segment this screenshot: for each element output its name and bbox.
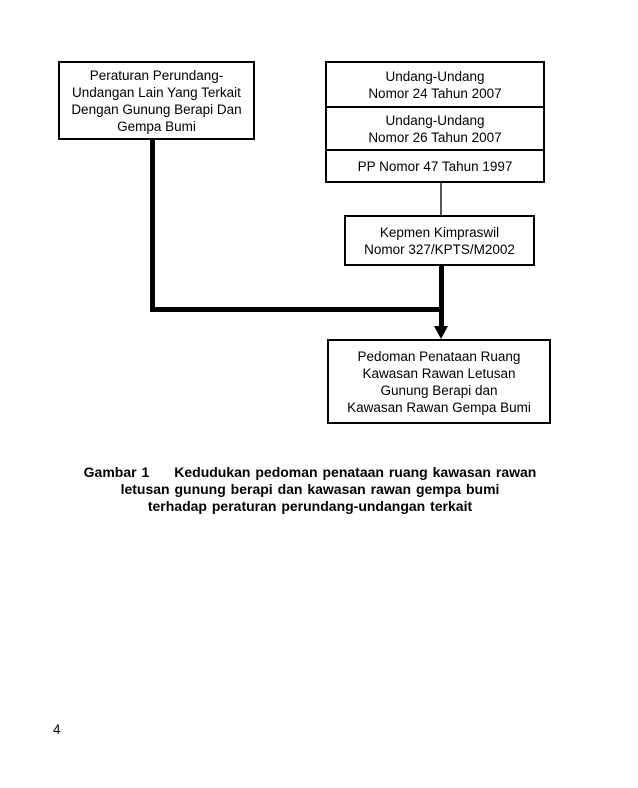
stack-row-uu-24-text: Undang-Undang Nomor 24 Tahun 2007: [368, 68, 502, 101]
figure-caption: Gambar 1 Kedudukan pedoman penataan ruang…: [60, 464, 560, 515]
figure-caption-line-1: Gambar 1 Kedudukan pedoman penataan ruang…: [60, 464, 560, 481]
box-kepmen-kimpraswil: Kepmen Kimpraswil Nomor 327/KPTS/M2002: [344, 215, 535, 266]
box-kepmen-text: Kepmen Kimpraswil Nomor 327/KPTS/M2002: [364, 224, 515, 257]
box-peraturan-perundang-lain: Peraturan Perundang- Undangan Lain Yang …: [58, 61, 255, 140]
stack-row-pp-47: PP Nomor 47 Tahun 1997: [327, 151, 543, 181]
figure-caption-line-3: terhadap peraturan perundang-undangan te…: [147, 498, 473, 514]
stack-row-uu-26: Undang-Undang Nomor 26 Tahun 2007: [327, 108, 543, 151]
stack-row-uu-26-text: Undang-Undang Nomor 26 Tahun 2007: [368, 112, 502, 145]
page-number: 4: [53, 722, 61, 737]
box-peraturan-lain-text: Peraturan Perundang- Undangan Lain Yang …: [71, 67, 242, 134]
connector-left-elbow-vertical: [150, 139, 155, 312]
connector-kepmen-to-outcome: [439, 266, 444, 326]
stack-row-pp-47-text: PP Nomor 47 Tahun 1997: [357, 158, 513, 174]
law-stack: Undang-Undang Nomor 24 Tahun 2007 Undang…: [325, 61, 545, 183]
box-pedoman-penataan-ruang: Pedoman Penataan Ruang Kawasan Rawan Let…: [327, 339, 551, 424]
figure-caption-line-2: letusan gunung berapi dan kawasan rawan …: [120, 481, 500, 497]
figure-caption-label: Gambar 1: [83, 464, 150, 480]
figure-caption-text-1: Kedudukan pedoman penataan ruang kawasan…: [174, 464, 537, 480]
stack-row-uu-24: Undang-Undang Nomor 24 Tahun 2007: [327, 63, 543, 108]
arrowhead-down-icon: [434, 326, 448, 339]
box-pedoman-text: Pedoman Penataan Ruang Kawasan Rawan Let…: [347, 348, 531, 415]
connector-stack-to-kepmen: [440, 183, 442, 215]
connector-left-elbow-horizontal: [150, 307, 444, 312]
